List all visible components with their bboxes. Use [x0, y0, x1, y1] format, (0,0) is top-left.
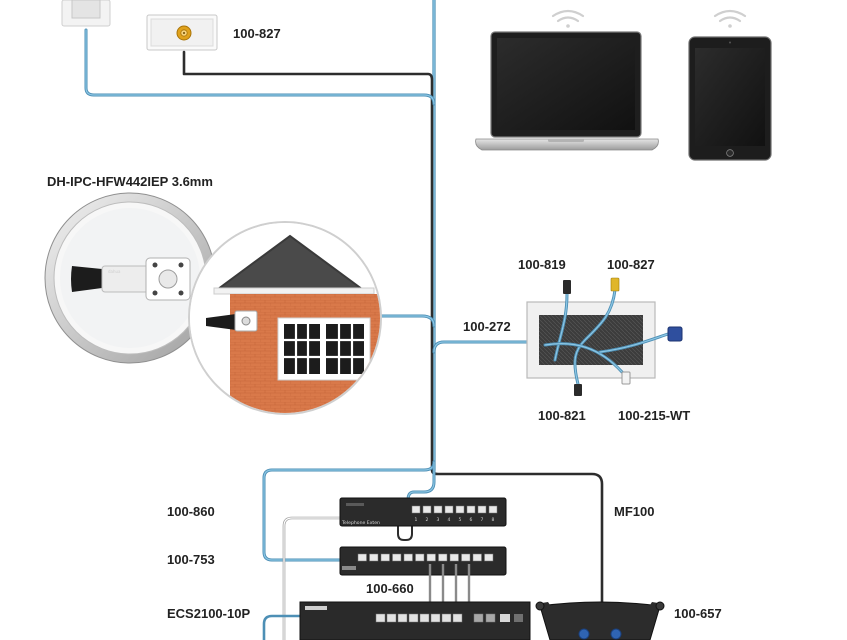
port: [430, 613, 441, 623]
label-wall-819: 100-819: [518, 257, 566, 272]
telephone-panel-label: Telephone Exten: [341, 520, 380, 526]
port: [403, 553, 413, 562]
wall-plate-icon: [526, 277, 683, 396]
label-top-plate: 100-827: [233, 26, 281, 41]
label-patch-660: 100-660: [366, 581, 414, 596]
port: [392, 553, 402, 562]
laptop-icon: [475, 31, 659, 151]
label-wall-827: 100-827: [607, 257, 655, 272]
label-camera: DH-IPC-HFW442IEP 3.6mm: [47, 174, 213, 189]
port: [357, 553, 367, 562]
port: [397, 613, 408, 623]
switch-icon: [299, 601, 531, 640]
port-number: 5: [459, 517, 462, 523]
port: [466, 505, 476, 514]
port: [477, 505, 487, 514]
port: [488, 505, 498, 514]
coax-plate-icon: [146, 14, 218, 51]
thermostat-plate: [61, 0, 111, 27]
port: [419, 613, 430, 623]
thermostat-cable: [84, 28, 436, 106]
port-row: 1 2 3 4 5 6 7 8: [411, 505, 498, 523]
port: [375, 613, 386, 623]
port: [444, 505, 454, 514]
port-number: 1: [415, 517, 418, 523]
port: [426, 553, 436, 562]
port: [461, 553, 471, 562]
label-wall-215: 100-215-WT: [618, 408, 690, 423]
router-icon: [535, 601, 665, 640]
port: [452, 613, 463, 623]
port-row: [357, 553, 494, 562]
port: [408, 613, 419, 623]
wifi-icon: [713, 9, 747, 28]
port: [484, 553, 494, 562]
label-wall-272: 100-272: [463, 319, 511, 334]
port: [422, 505, 432, 514]
port: [441, 613, 452, 623]
port: [386, 613, 397, 623]
port: [455, 505, 465, 514]
port-number: 8: [492, 517, 495, 523]
port-number: 3: [437, 517, 440, 523]
house-icon: [188, 221, 382, 415]
port: [369, 553, 379, 562]
port: [472, 553, 482, 562]
port: [473, 613, 484, 623]
patch-panel-icon: [339, 546, 507, 576]
label-router-657: 100-657: [674, 606, 722, 621]
port-row: [375, 613, 496, 623]
wifi-icon: [551, 9, 585, 28]
port-number: 6: [470, 517, 473, 523]
patch-panel-icon: Telephone Exten 1 2 3 4 5 6 7 8: [339, 497, 507, 527]
label-patch-753: 100-753: [167, 552, 215, 567]
port: [485, 613, 496, 623]
port-number: 4: [448, 517, 451, 523]
tablet-icon: [688, 36, 772, 161]
port: [438, 553, 448, 562]
wallplate-cable: [432, 340, 530, 354]
port-number: 2: [426, 517, 429, 523]
svg-text:dahua: dahua: [108, 269, 121, 274]
port: [380, 553, 390, 562]
port-number: 7: [481, 517, 484, 523]
port: [449, 553, 459, 562]
label-switch: ECS2100-10P: [167, 606, 250, 621]
port: [411, 505, 421, 514]
port: [433, 505, 443, 514]
label-wall-821: 100-821: [538, 408, 586, 423]
camera-icon: dahua: [44, 192, 216, 364]
port: [415, 553, 425, 562]
label-patch-860: 100-860: [167, 504, 215, 519]
label-mf100: MF100: [614, 504, 654, 519]
